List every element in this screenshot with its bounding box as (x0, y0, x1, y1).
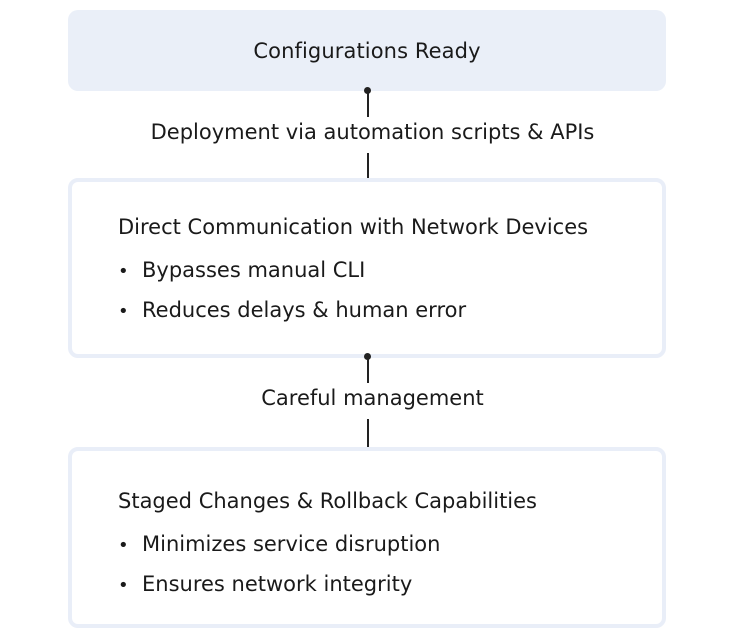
bullet-text: Reduces delays & human error (142, 298, 467, 322)
bullet-text: Ensures network integrity (142, 572, 413, 596)
bullet-icon: • (118, 261, 129, 282)
node-staged-changes: Staged Changes & Rollback Capabilities •… (68, 447, 666, 628)
node-title: Staged Changes & Rollback Capabilities (118, 489, 537, 513)
connector-line (367, 419, 369, 463)
bullet-item: • Minimizes service disruption (118, 524, 440, 564)
bullet-list: • Minimizes service disruption • Ensures n… (118, 524, 440, 604)
connector-line (367, 356, 369, 383)
edge-label: Deployment via automation scripts & APIs (150, 120, 595, 144)
connector-line (367, 153, 369, 196)
connector-line (367, 90, 369, 117)
bullet-icon: • (118, 535, 129, 556)
node-direct-communication: Direct Communication with Network Device… (68, 178, 666, 358)
bullet-text: Bypasses manual CLI (142, 258, 366, 282)
bullet-icon: • (118, 301, 129, 322)
bullet-icon: • (118, 575, 129, 596)
bullet-item: • Reduces delays & human error (118, 290, 466, 330)
bullet-list: • Bypasses manual CLI • Reduces delays & h… (118, 250, 466, 330)
bullet-item: • Bypasses manual CLI (118, 250, 466, 290)
node-title: Configurations Ready (253, 38, 481, 63)
node-title: Direct Communication with Network Device… (118, 215, 589, 239)
edge-label: Careful management (261, 386, 484, 410)
node-configurations-ready: Configurations Ready (68, 10, 666, 91)
bullet-text: Minimizes service disruption (142, 532, 441, 556)
bullet-item: • Ensures network integrity (118, 564, 440, 604)
